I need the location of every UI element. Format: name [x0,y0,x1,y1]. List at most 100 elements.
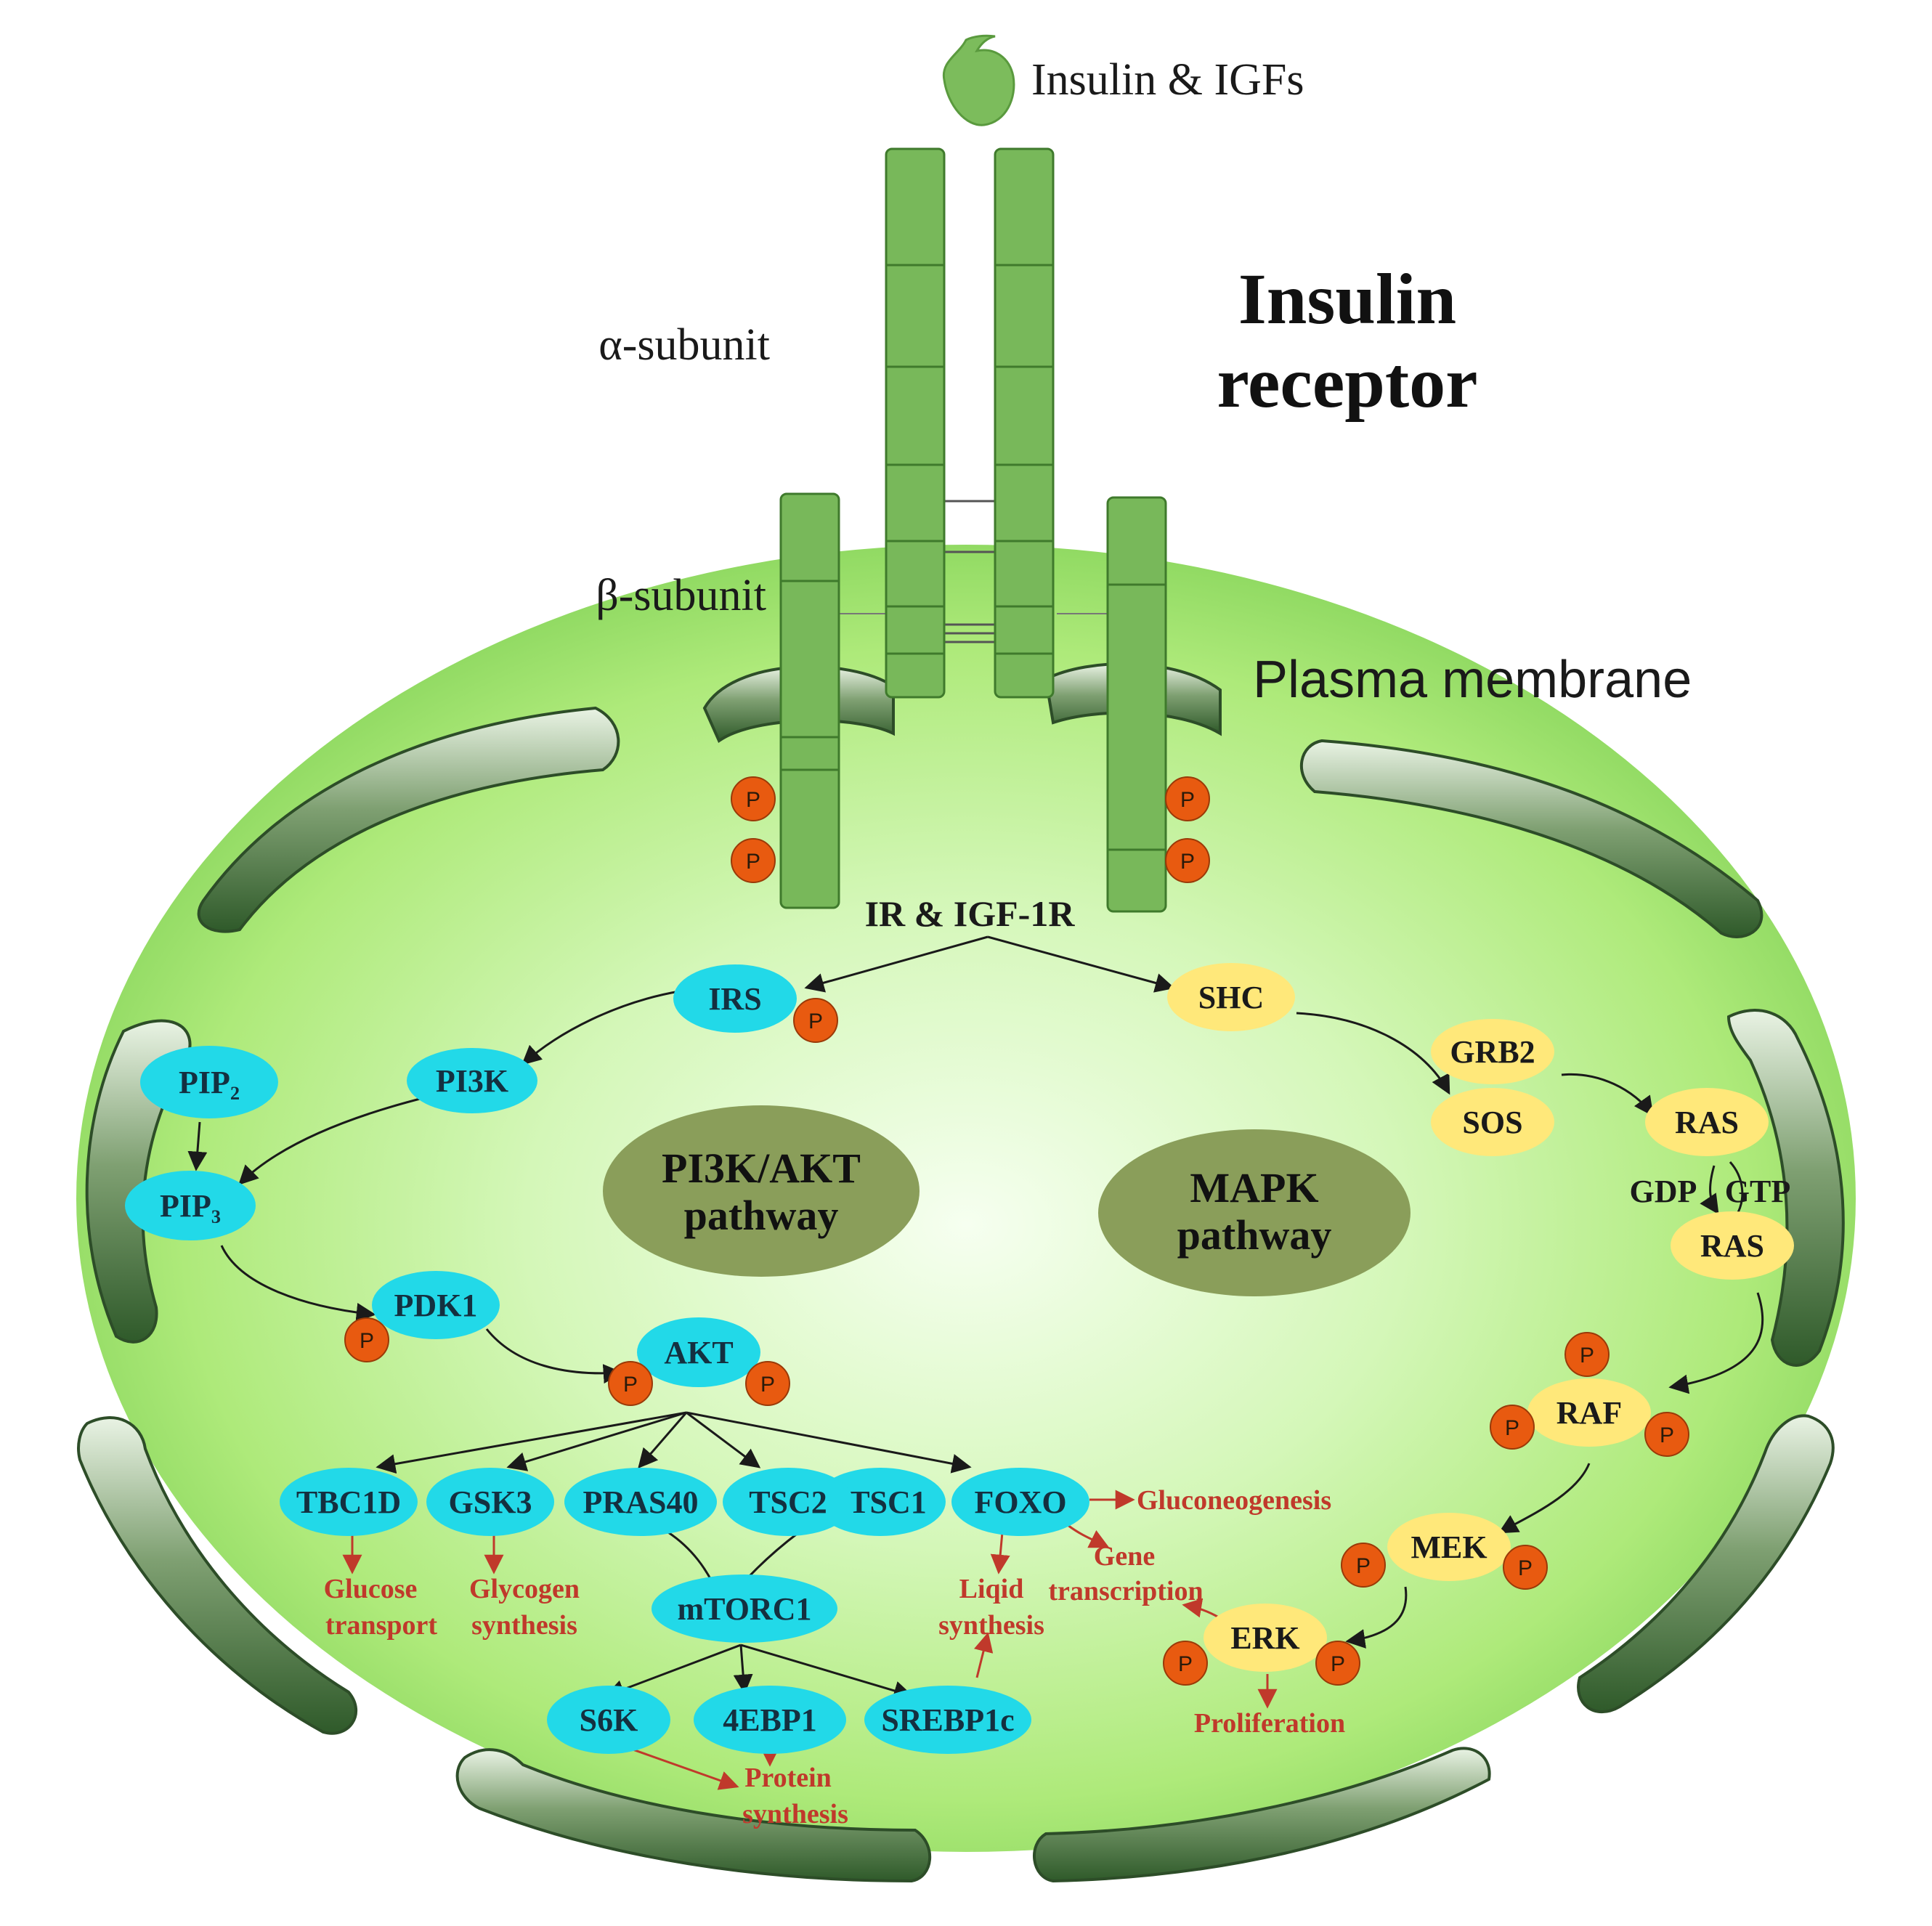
node-ras-gdp: RAS [1645,1088,1769,1156]
svg-text:RAS: RAS [1700,1228,1764,1264]
phospho-akt-1: P [608,1361,653,1406]
phospho-beta-right-2: P [1165,838,1210,883]
pi3k-pathway-line-1: PI3K/AKT [662,1145,861,1192]
phospho-raf-right: P [1644,1412,1689,1457]
phospho-irs: P [793,998,838,1043]
svg-text:PIP₃: PIP₃ [160,1188,221,1224]
svg-text:RAF: RAF [1556,1395,1622,1431]
node-shc: SHC [1167,963,1295,1031]
node-pip2: PIP₂ [140,1046,278,1118]
phospho-beta-right-1: P [1165,776,1210,821]
svg-text:P: P [746,850,760,874]
pi3k-akt-nodes: IRS PI3K PIP₂ PIP₃ PDK1 AKT TBC1D GSK3 [125,964,1089,1754]
effect-glucose-line-1: Glucose [324,1574,418,1604]
mapk-pathway-oval: MAPK pathway [1098,1129,1411,1296]
node-gsk3: GSK3 [426,1468,554,1536]
insulin-receptor [779,147,1167,913]
svg-text:P: P [1356,1554,1371,1578]
phospho-mek-left: P [1341,1543,1386,1588]
node-mek: MEK [1387,1513,1511,1581]
svg-text:AKT: AKT [664,1335,733,1370]
alpha-chain-left [885,147,946,699]
node-tbc1d: TBC1D [280,1468,418,1536]
svg-text:P: P [360,1329,374,1353]
svg-text:GRB2: GRB2 [1450,1034,1535,1070]
alpha-subunit-label: α-subunit [598,320,770,370]
svg-text:P: P [808,1009,823,1033]
svg-text:GSK3: GSK3 [449,1484,532,1520]
phospho-raf-top: P [1564,1332,1610,1377]
svg-text:SREBP1c: SREBP1c [881,1702,1014,1738]
insulin-ligand [942,34,1015,126]
effect-protein-line-1: Protein [744,1763,832,1793]
node-srebp1c: SREBP1c [864,1686,1031,1754]
node-mtorc1: mTORC1 [652,1574,837,1643]
signaling-arrows [187,935,1764,1701]
title-line-1: Insulin [1238,259,1456,339]
svg-text:RAS: RAS [1675,1105,1739,1140]
svg-text:ERK: ERK [1230,1620,1299,1656]
svg-text:P: P [1180,850,1195,874]
svg-text:SOS: SOS [1462,1105,1522,1140]
svg-text:mTORC1: mTORC1 [678,1591,812,1627]
cell-body [76,545,1856,1852]
node-ras-gtp: RAS [1671,1211,1794,1280]
svg-text:TSC2: TSC2 [749,1484,827,1520]
phosphate-groups: P P P P P P P P P P P P P P P [344,776,1689,1686]
phospho-beta-left-2: P [731,838,776,883]
node-grb2: GRB2 [1431,1019,1554,1084]
svg-text:P: P [1580,1344,1594,1368]
effect-gluconeogenesis: Gluconeogenesis [1137,1485,1331,1516]
svg-text:P: P [1518,1556,1533,1580]
svg-text:P: P [1331,1652,1345,1676]
phospho-beta-left-1: P [731,776,776,821]
node-4ebp1: 4EBP1 [694,1686,846,1754]
svg-text:SHC: SHC [1198,980,1264,1015]
node-pras40: PRAS40 [564,1468,717,1536]
svg-text:P: P [746,788,760,812]
effect-protein-line-2: synthesis [742,1799,848,1829]
pi3k-akt-pathway-oval: PI3K/AKT pathway [603,1105,920,1277]
node-pip3: PIP₃ [125,1171,256,1240]
beta-chain-left [779,492,840,909]
gtp-label: GTP [1725,1174,1790,1209]
svg-text:4EBP1: 4EBP1 [723,1702,817,1738]
svg-text:P: P [1660,1423,1674,1447]
cellular-effects: Glucose transport Glycogen synthesis Liq… [324,1485,1346,1829]
svg-text:PDK1: PDK1 [394,1288,478,1323]
node-irs: IRS [673,964,797,1033]
effect-glycogen-line-2: synthesis [471,1610,577,1641]
receptor-label: IR & IGF-1R [865,893,1076,934]
phospho-raf-left: P [1490,1405,1535,1450]
beta-subunit-label: β-subunit [596,571,766,620]
node-pdk1: PDK1 [372,1271,500,1339]
svg-text:FOXO: FOXO [974,1484,1066,1520]
phospho-pdk1: P [344,1317,389,1362]
phospho-mek-right: P [1503,1545,1548,1590]
effect-lipid-line-2: synthesis [938,1610,1044,1641]
effect-arrows [342,1490,1278,1790]
svg-text:P: P [1180,788,1195,812]
mapk-pathway-line-2: pathway [1177,1211,1332,1259]
svg-text:P: P [1505,1416,1519,1440]
svg-text:P: P [1178,1652,1193,1676]
node-erk: ERK [1204,1604,1327,1672]
ligand-label: Insulin & IGFs [1031,55,1304,105]
phospho-erk-right: P [1315,1641,1360,1686]
node-akt: AKT [637,1317,760,1387]
svg-text:S6K: S6K [580,1702,638,1738]
svg-text:P: P [623,1373,638,1397]
svg-text:TBC1D: TBC1D [296,1484,401,1520]
plasma-membrane-label: Plasma membrane [1253,651,1692,709]
svg-text:IRS: IRS [708,981,761,1017]
effect-gene-line-2: transcription [1048,1576,1203,1606]
node-foxo: FOXO [951,1468,1089,1536]
effect-lipid-line-1: Liqid [959,1574,1024,1604]
node-sos: SOS [1431,1088,1554,1156]
node-tsc2: TSC2 [723,1468,853,1536]
effect-gene-line-1: Gene [1094,1541,1155,1572]
plasma-membrane-segments [77,662,1845,1883]
svg-text:PI3K: PI3K [436,1063,508,1099]
title-line-2: receptor [1217,342,1477,423]
